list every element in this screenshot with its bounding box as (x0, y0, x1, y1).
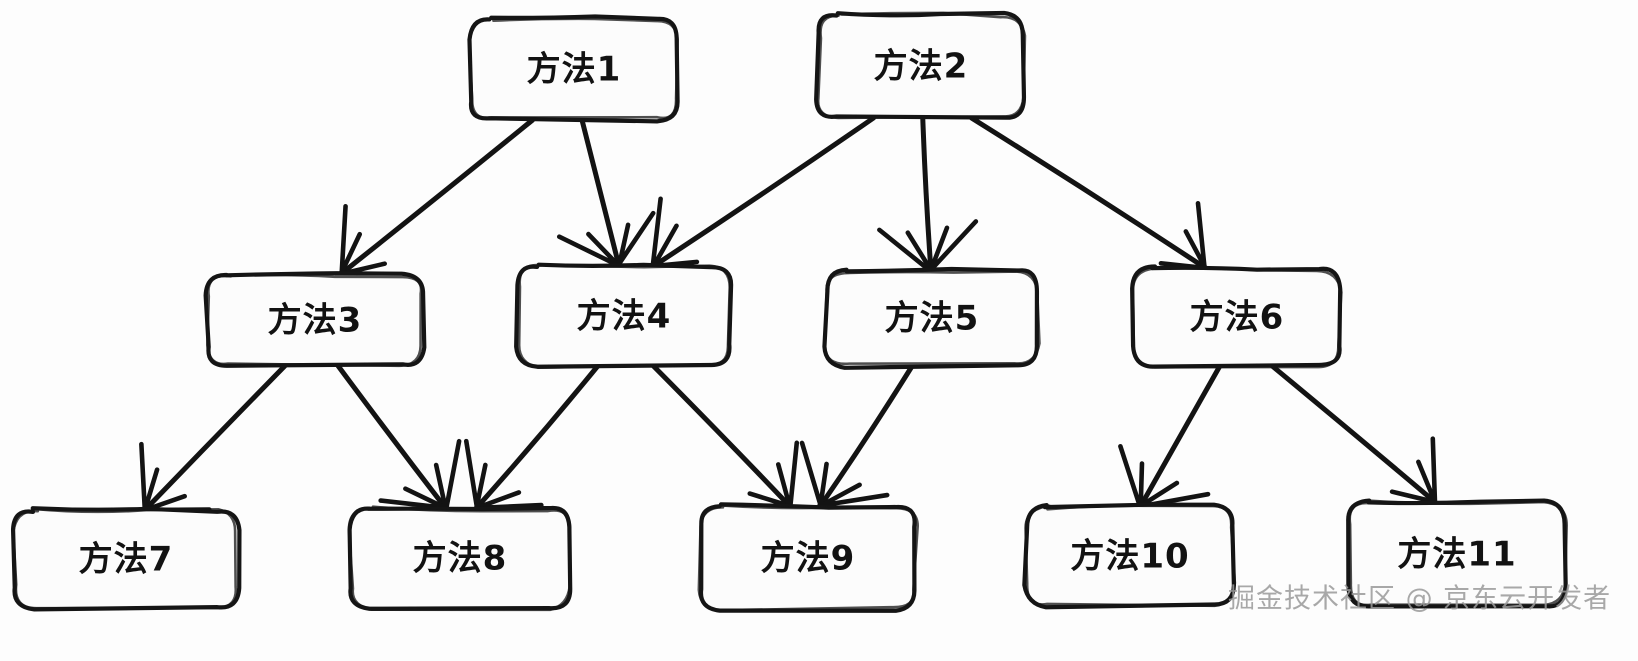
node-label-m11: 方法11 (1397, 535, 1516, 575)
node-label-m3: 方法3 (268, 301, 363, 341)
flow-edge-m4-to-m8 (463, 363, 601, 511)
node-outline-sketch-pass (697, 504, 920, 612)
flow-node-m4[interactable]: 方法4 (514, 262, 734, 370)
node-outline-sketch-pass (1348, 499, 1568, 607)
node-outline-sketch-pass (347, 505, 572, 612)
flow-edge-m2-to-m6 (969, 115, 1208, 289)
node-label-m2: 方法2 (874, 47, 969, 87)
node-label-m9: 方法9 (761, 539, 856, 579)
edge-stroke (1269, 363, 1438, 505)
node-outline-sketch-pass (816, 11, 1027, 120)
edge-stroke (1138, 363, 1223, 509)
node-label-m7: 方法7 (79, 540, 174, 580)
node-label-m6: 方法6 (1190, 298, 1285, 338)
flow-node-m8[interactable]: 方法8 (347, 505, 573, 612)
flow-node-m10[interactable]: 方法10 (1022, 502, 1237, 610)
edge-stroke (969, 115, 1208, 271)
flow-node-m5[interactable]: 方法5 (822, 266, 1041, 370)
watermark-label: 掘金技术社区 @ 京东云开发者 (1228, 584, 1611, 615)
node-outline (203, 271, 427, 368)
edge-stroke (473, 363, 601, 511)
edge-stroke (650, 363, 793, 509)
flow-node-m7[interactable]: 方法7 (10, 506, 242, 612)
flow-edge-m5-to-m9 (799, 363, 915, 509)
edge-stroke (142, 363, 288, 513)
edge-stroke (335, 363, 448, 511)
node-outline-sketch-pass (12, 507, 238, 610)
flow-node-m2[interactable]: 方法2 (814, 10, 1027, 120)
flow-edge-m6-to-m10 (1118, 363, 1223, 509)
nodes-layer: 方法1 方法2 方法3 方法4 方法5 方法6 方法7 方法8 方法9 方法10 方法11 (10, 10, 1568, 613)
edge-stroke (338, 117, 536, 277)
node-outline-sketch-pass (1024, 504, 1237, 608)
node-label-m1: 方法1 (527, 50, 622, 90)
edge-stroke (579, 117, 622, 269)
node-outline-sketch-pass (1131, 266, 1343, 369)
flow-node-m3[interactable]: 方法3 (203, 271, 427, 368)
node-label-m10: 方法10 (1070, 537, 1189, 577)
flow-node-m1[interactable]: 方法1 (467, 14, 680, 124)
flow-edge-m3-to-m8 (335, 363, 462, 511)
flow-edge-m1-to-m3 (338, 117, 536, 291)
node-outline (814, 10, 1027, 120)
node-label-m8: 方法8 (413, 539, 508, 579)
arrowhead-icon (1118, 443, 1211, 509)
node-label-m4: 方法4 (577, 297, 672, 337)
node-outline-sketch-pass (517, 263, 731, 370)
flow-edge-m1-to-m4 (556, 117, 656, 269)
flow-node-m11[interactable]: 方法11 (1346, 498, 1568, 609)
edge-stroke (817, 363, 915, 509)
flow-edge-m6-to-m11 (1269, 363, 1438, 514)
node-outline-sketch-pass (467, 17, 679, 120)
flow-node-m9[interactable]: 方法9 (697, 502, 920, 613)
edge-stroke (920, 115, 934, 273)
node-outline-sketch-pass (206, 273, 423, 368)
flow-edge-m4-to-m9 (650, 363, 800, 509)
node-outline-sketch-pass (823, 270, 1041, 366)
edge-stroke (651, 115, 876, 269)
node-label-m5: 方法5 (885, 299, 980, 339)
flow-edge-m2-to-m4 (650, 115, 876, 283)
flow-edge-m3-to-m7 (139, 363, 288, 514)
flow-edge-m2-to-m5 (877, 115, 979, 274)
flow-node-m6[interactable]: 方法6 (1130, 264, 1343, 369)
